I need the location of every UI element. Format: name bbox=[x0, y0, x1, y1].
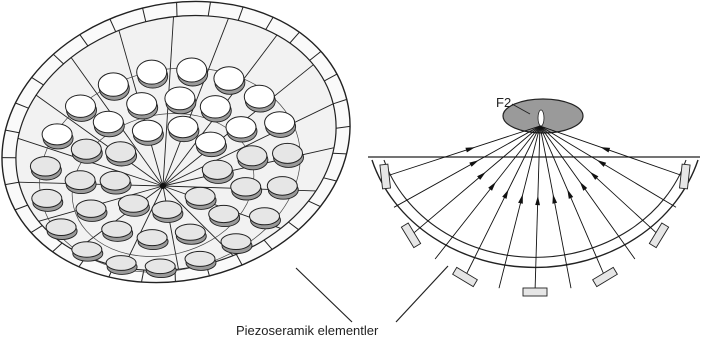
ray-arrowhead bbox=[502, 190, 508, 199]
piezo-element bbox=[221, 234, 251, 250]
piezo-element bbox=[106, 256, 136, 271]
piezo-element bbox=[127, 93, 157, 115]
ray-arrowhead bbox=[488, 182, 496, 191]
focal-point bbox=[538, 110, 544, 126]
piezo-element bbox=[209, 205, 239, 222]
piezo-element bbox=[273, 143, 303, 163]
pointer-right bbox=[396, 266, 448, 322]
ray-arrowhead bbox=[580, 182, 587, 191]
piezo-element bbox=[267, 177, 297, 196]
piezo-element bbox=[226, 117, 256, 138]
section-elements bbox=[380, 164, 690, 296]
ray-arrowhead bbox=[518, 194, 523, 204]
piezo-element bbox=[168, 116, 198, 137]
piezo-element bbox=[102, 221, 132, 237]
rim-segment bbox=[333, 153, 347, 154]
section-piezo-element bbox=[523, 288, 547, 296]
dish-cross-section bbox=[368, 99, 700, 296]
piezo-elements-caption: Piezoseramik elementler bbox=[236, 323, 378, 338]
focus-label: F2 bbox=[496, 95, 511, 110]
piezo-element bbox=[244, 85, 274, 108]
section-piezo-element bbox=[453, 267, 478, 286]
piezo-element bbox=[237, 146, 267, 166]
ray-arrowhead bbox=[597, 160, 606, 167]
piezo-element bbox=[118, 195, 148, 213]
dish-center bbox=[160, 183, 166, 189]
piezo-element bbox=[145, 259, 175, 274]
piezo-element bbox=[250, 208, 280, 225]
section-piezo-element bbox=[593, 267, 618, 286]
piezo-element bbox=[72, 242, 102, 257]
ray bbox=[435, 126, 540, 259]
piezo-element bbox=[196, 132, 226, 153]
piezo-element bbox=[137, 60, 167, 84]
piezo-element bbox=[231, 178, 261, 196]
piezo-element bbox=[200, 96, 230, 118]
ray-arrowhead bbox=[567, 189, 573, 199]
piezo-element bbox=[185, 251, 215, 266]
piezo-element bbox=[76, 200, 106, 217]
piezo-element bbox=[214, 67, 244, 91]
pointer-left bbox=[296, 268, 352, 322]
ray bbox=[499, 126, 540, 288]
section-piezo-element bbox=[380, 164, 391, 189]
piezo-element bbox=[152, 201, 182, 218]
section-inner-arc bbox=[384, 160, 686, 257]
ray bbox=[540, 126, 635, 259]
ray bbox=[540, 126, 605, 277]
piezo-element bbox=[106, 142, 136, 162]
piezo-element bbox=[165, 87, 195, 110]
ray-arrowhead bbox=[535, 196, 540, 206]
piezo-element bbox=[30, 157, 60, 176]
piezo-element bbox=[66, 95, 96, 117]
piezo-element bbox=[265, 112, 295, 134]
ray bbox=[411, 126, 540, 235]
piezo-element bbox=[185, 187, 215, 205]
ray-arrowhead bbox=[600, 147, 610, 152]
piezo-element bbox=[177, 58, 207, 82]
piezo-element bbox=[132, 120, 162, 141]
piezo-element bbox=[202, 160, 232, 179]
ray-arrowhead bbox=[552, 194, 557, 204]
piezo-element bbox=[100, 171, 130, 190]
piezo-element bbox=[71, 139, 101, 159]
dish-top-view bbox=[0, 0, 380, 318]
piezo-element bbox=[137, 230, 167, 246]
piezo-element bbox=[175, 224, 205, 240]
piezo-element bbox=[98, 73, 128, 96]
ray-arrowhead bbox=[465, 147, 475, 152]
piezo-element bbox=[93, 111, 123, 133]
piezo-element bbox=[65, 171, 95, 190]
piezo-element bbox=[42, 124, 72, 145]
piezo-element bbox=[46, 219, 76, 236]
ray-arrowhead bbox=[469, 160, 478, 167]
piezo-element bbox=[32, 189, 62, 207]
section-piezo-element bbox=[680, 164, 691, 189]
section-outer-arc bbox=[372, 160, 698, 267]
